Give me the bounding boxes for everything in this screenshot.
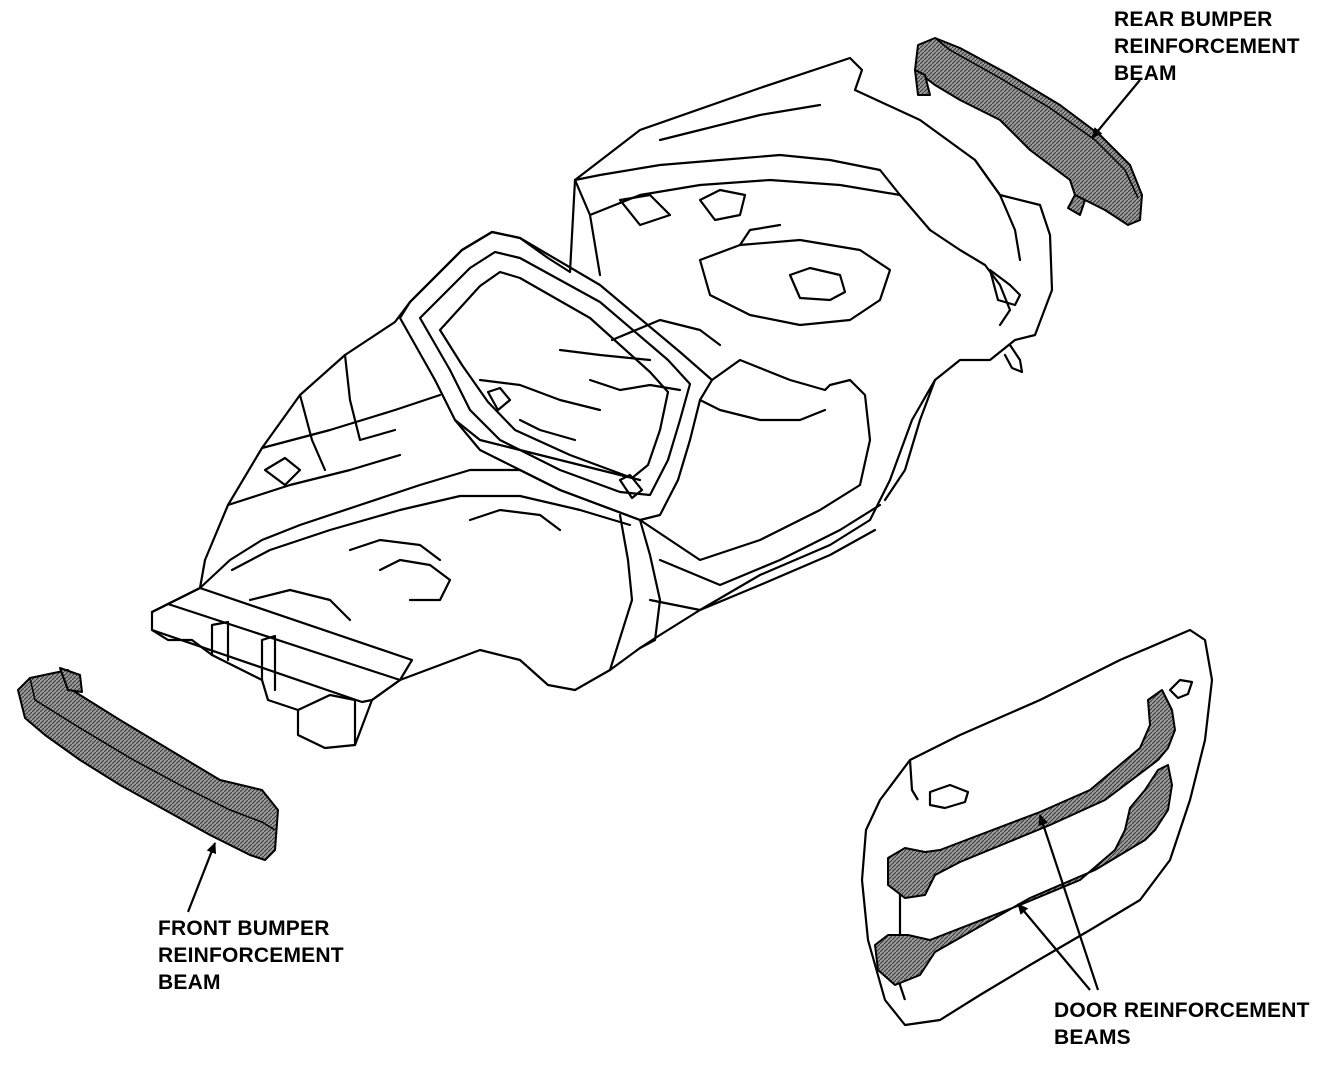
rear-bumper-label-line-2: REINFORCEMENT: [1114, 35, 1300, 58]
door-beams-label-line-1: DOOR REINFORCEMENT: [1054, 999, 1310, 1022]
rear-bumper-beam: [914, 37, 1143, 226]
door-beams-label: DOOR REINFORCEMENT BEAMS: [1054, 997, 1310, 1051]
rear-bumper-label-line-3: BEAM: [1114, 62, 1177, 85]
front-bumper-label: FRONT BUMPER REINFORCEMENT BEAM: [158, 915, 344, 996]
door-beams-label-line-2: BEAMS: [1054, 1026, 1131, 1049]
front-bumper-label-line-2: REINFORCEMENT: [158, 944, 344, 967]
door-beam-upper-arrow: [1038, 814, 1100, 991]
door-panel: [860, 628, 1214, 1027]
car-body-shell: [150, 56, 1054, 750]
front-bumper-label-line-1: FRONT BUMPER: [158, 917, 330, 940]
rear-bumper-label: REAR BUMPER REINFORCEMENT BEAM: [1114, 6, 1300, 87]
rear-bumper-label-line-1: REAR BUMPER: [1114, 8, 1273, 31]
front-bumper-label-line-3: BEAM: [158, 971, 221, 994]
door-beam-lower: [874, 764, 1173, 986]
door-beam-upper: [887, 689, 1176, 899]
rear-bumper-arrow: [1091, 79, 1141, 139]
door-beam-lower-arrow: [1017, 903, 1091, 991]
leader-lines: [186, 79, 1141, 991]
front-bumper-beam: [17, 667, 279, 861]
front-bumper-arrow: [186, 842, 217, 913]
